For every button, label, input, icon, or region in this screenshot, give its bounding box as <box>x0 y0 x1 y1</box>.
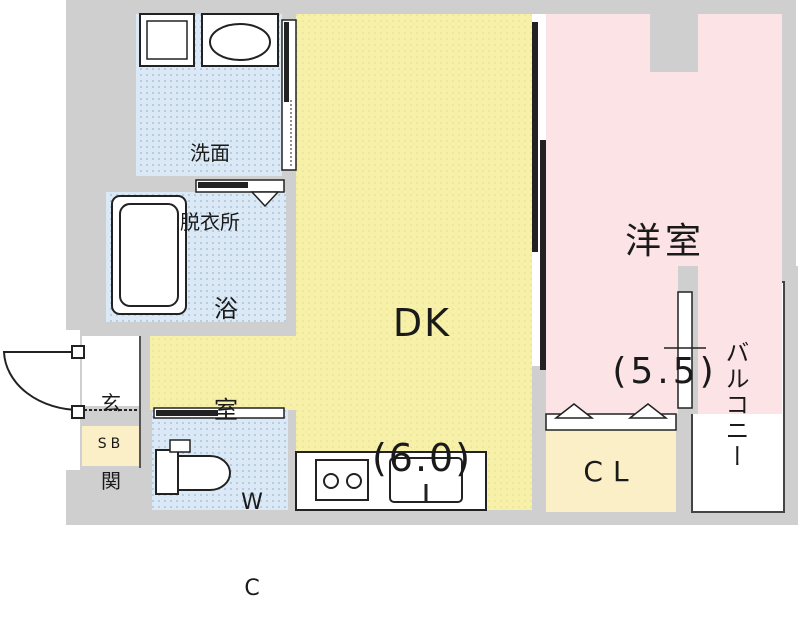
western-floor-ext <box>546 14 680 414</box>
room-label-dk: DK (6.0) <box>352 215 492 525</box>
burner-left <box>323 473 339 489</box>
wash-basin <box>201 13 279 67</box>
western-size: (5.5) <box>612 350 718 392</box>
dk-floor <box>296 14 532 510</box>
dk-name: DK <box>392 301 452 346</box>
washing-machine <box>139 13 195 67</box>
entrance-door-swing <box>2 351 81 411</box>
closet-door-left <box>553 403 595 419</box>
wc-door-leaf <box>156 410 218 416</box>
basin-bowl <box>209 23 271 61</box>
wc-line1: W <box>241 490 263 516</box>
washroom-door <box>284 22 289 102</box>
bathtub <box>111 195 187 315</box>
shoebox-floor <box>82 426 140 466</box>
washing-machine-inner <box>146 20 188 60</box>
bath-vent <box>250 191 280 208</box>
toilet-tank <box>155 449 179 495</box>
room-label-entrance: 玄 関 <box>88 338 134 520</box>
room-label-western: 洋室 (5.5) <box>580 138 750 434</box>
dk-size: (6.0) <box>371 436 473 481</box>
floor-plan <box>2 0 798 525</box>
toilet-bowl <box>177 455 231 491</box>
closet-door-right <box>627 403 669 419</box>
wc-line2: C <box>244 575 260 601</box>
sliding-door-1 <box>532 22 538 252</box>
sliding-door-2 <box>540 140 546 370</box>
western-name: 洋室 <box>624 220 705 262</box>
entrance-door-stop <box>71 405 85 419</box>
washroom-line2: 脱衣所 <box>180 210 240 234</box>
burner-right <box>346 473 362 489</box>
wc-door <box>153 407 285 419</box>
room-label-wc: W C <box>232 432 272 632</box>
bath-line2: 室 <box>214 395 238 424</box>
bath-door-leaf <box>198 182 248 188</box>
room-label-closet: CL <box>583 455 639 488</box>
room-label-washroom: 洗面 脱衣所 <box>150 96 270 257</box>
bath-line1: 浴 <box>214 295 238 324</box>
toilet-paper <box>169 439 191 453</box>
entrance-line2: 関 <box>101 469 121 493</box>
washroom-line1: 洗面 <box>190 141 230 165</box>
room-label-balcony: バルコニー <box>721 340 749 470</box>
pillar <box>650 14 698 72</box>
bathtub-inner <box>119 203 179 307</box>
entrance-line1: 玄 <box>101 391 121 415</box>
closet-floor <box>546 430 676 512</box>
dk-floor-lower <box>150 336 300 410</box>
room-label-bath: 浴 室 <box>196 226 256 461</box>
entrance-floor <box>82 336 140 406</box>
entrance-door-hinge <box>71 345 85 359</box>
balcony-door <box>677 291 693 409</box>
label-shoe-box: SB <box>97 436 125 452</box>
